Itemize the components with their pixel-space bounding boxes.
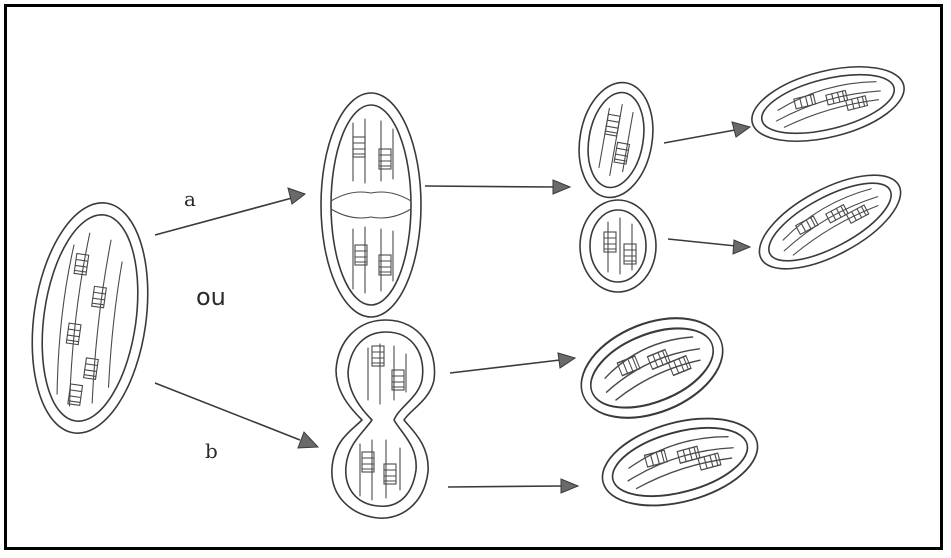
label-a: a xyxy=(184,187,196,211)
arrow-b xyxy=(155,383,318,448)
arrow-b2-to-mature xyxy=(448,479,578,493)
arrow-a-to-daughters xyxy=(425,180,570,194)
mature-chloroplast-b1 xyxy=(567,299,738,437)
label-b: b xyxy=(205,439,218,463)
mother-chloroplast xyxy=(18,195,161,440)
label-ou: ou xyxy=(196,283,226,311)
mature-chloroplast-a1 xyxy=(744,53,911,155)
daughter-chloroplast-a1 xyxy=(570,77,661,204)
arrow-a1-to-mature xyxy=(664,122,750,143)
arrow-a2-to-mature xyxy=(668,239,750,254)
partitioning-chloroplast xyxy=(321,93,421,317)
daughter-chloroplast-a2 xyxy=(580,200,656,292)
arrow-a xyxy=(155,188,305,235)
constricting-chloroplast xyxy=(332,320,435,518)
arrow-b1-to-mature xyxy=(450,353,575,373)
mature-chloroplast-a2 xyxy=(746,156,915,288)
mature-chloroplast-b2 xyxy=(593,403,767,521)
